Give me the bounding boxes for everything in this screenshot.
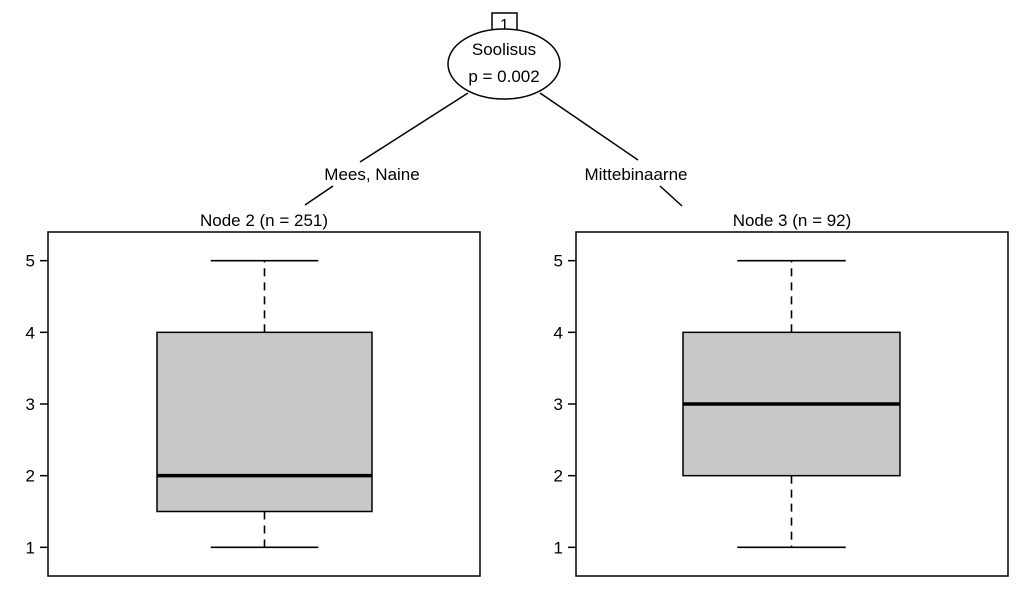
- panel-title: Node 2 (n = 251): [200, 211, 328, 230]
- iqr-box: [156, 331, 373, 513]
- edge-right-upper: [539, 92, 639, 161]
- edge-right-lower: [659, 185, 683, 207]
- root-node-pvalue: p = 0.002: [468, 67, 539, 86]
- edge-left-lower: [304, 185, 334, 206]
- root-node: 1 Soolisus p = 0.002: [447, 12, 561, 100]
- y-tick-label: 4: [554, 323, 563, 342]
- edge-left-label: Mees, Naine: [324, 165, 419, 184]
- panel-title: Node 3 (n = 92): [733, 211, 852, 230]
- edge-right-label: Mittebinaarne: [584, 165, 687, 184]
- edge-left-upper: [359, 92, 469, 163]
- y-tick-label: 4: [26, 323, 35, 342]
- root-node-ellipse: [447, 28, 561, 100]
- y-tick-label: 1: [26, 538, 35, 557]
- root-node-id: 1: [500, 17, 509, 34]
- y-tick-label: 3: [554, 395, 563, 414]
- y-tick-label: 2: [26, 467, 35, 486]
- y-tick-label: 2: [554, 467, 563, 486]
- y-tick-label: 5: [26, 252, 35, 271]
- y-tick-label: 1: [554, 538, 563, 557]
- node-2-panel: Node 2 (n = 251) 1 2 3 4 5: [26, 211, 481, 577]
- y-tick-label: 5: [554, 252, 563, 271]
- root-node-variable: Soolisus: [472, 40, 536, 59]
- y-tick-label: 3: [26, 395, 35, 414]
- node-3-panel: Node 3 (n = 92) 1 2 3 4 5: [554, 211, 1009, 577]
